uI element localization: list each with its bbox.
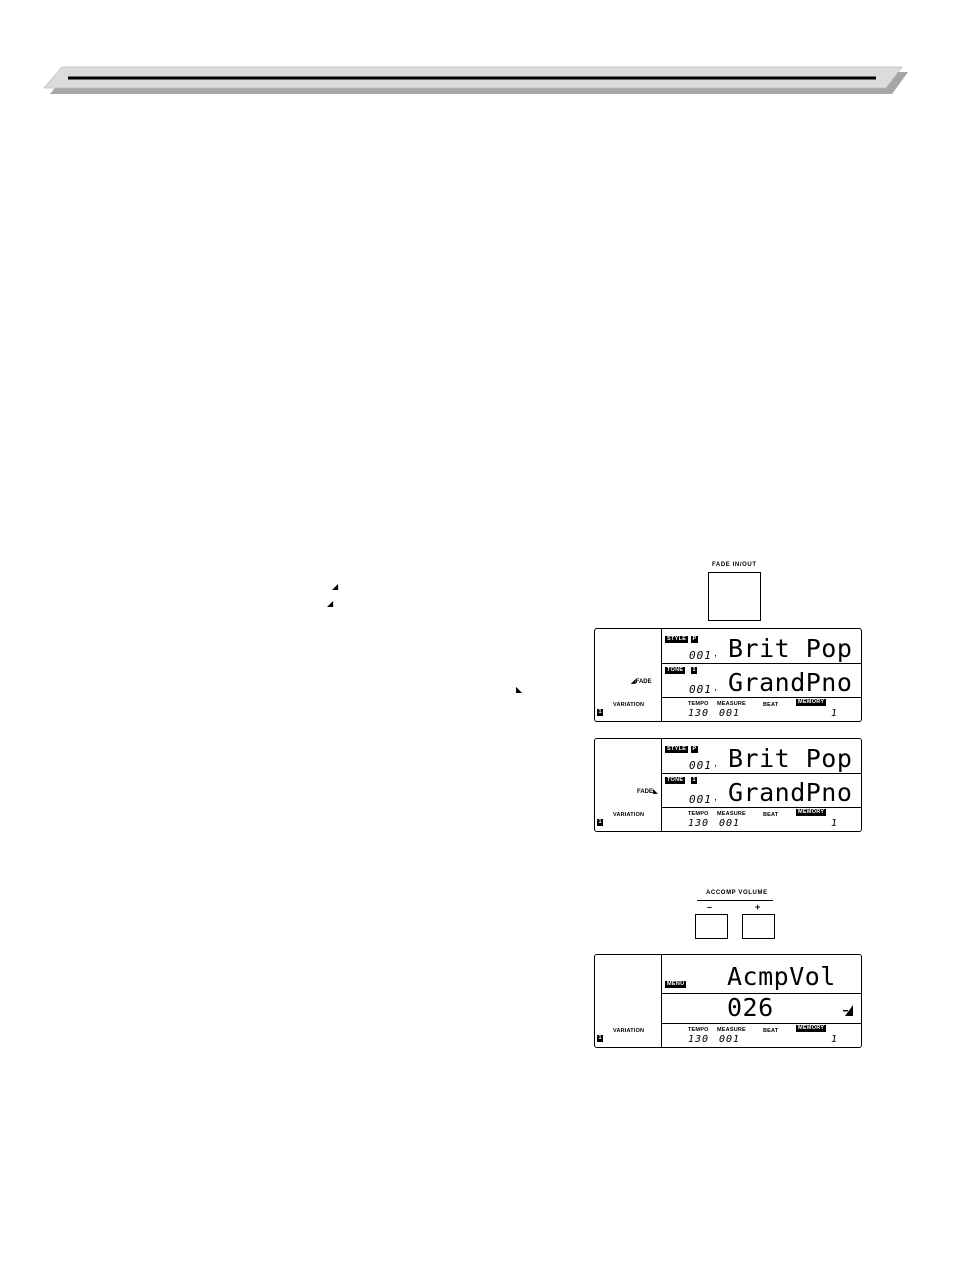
measure-label: MEASURE — [717, 1027, 746, 1033]
menu-tag: MENU — [665, 981, 687, 988]
style-name: Brit Pop — [728, 744, 853, 773]
tone-bank-tag: 1 — [691, 667, 698, 674]
measure-label: MEASURE — [717, 811, 746, 817]
segment-dot: , — [714, 648, 717, 659]
style-number: 001 — [689, 759, 712, 772]
header-banner — [43, 66, 908, 94]
memory-value: 1 — [831, 818, 839, 829]
accomp-volume-caption: ACCOMP VOLUME — [706, 890, 768, 896]
measure-value: 001 — [719, 1034, 741, 1045]
lcd-display-fade-in: STYLE P 001 , Brit Pop TONE 1 001 , Gran… — [594, 628, 862, 722]
variation-label: VARIATION — [613, 702, 645, 708]
variation-value: 1 — [597, 1035, 604, 1042]
accomp-volume-plus-button[interactable] — [742, 914, 775, 939]
lcd-display-accomp-volume: MENU AcmpVol 026 VARIATION 1 TEMPO 130 M… — [594, 954, 862, 1048]
memory-tag: MEMORY — [796, 809, 827, 816]
memory-value: 1 — [831, 708, 839, 719]
beat-label: BEAT — [763, 812, 779, 818]
fade-in-mark: ◢ — [332, 582, 339, 591]
tone-name: GrandPno — [728, 668, 853, 697]
style-tag: STYLE — [665, 746, 689, 753]
tempo-label: TEMPO — [688, 701, 709, 707]
segment-dot: , — [714, 792, 717, 803]
plus-sign: + — [755, 902, 761, 912]
memory-tag: MEMORY — [796, 1025, 827, 1032]
style-tag: STYLE — [665, 636, 689, 643]
tempo-label: TEMPO — [688, 1027, 709, 1033]
tone-name: GrandPno — [728, 778, 853, 807]
tempo-label: TEMPO — [688, 811, 709, 817]
minus-sign: – — [707, 902, 713, 912]
memory-value: 1 — [831, 1034, 839, 1045]
tone-tag: TONE — [665, 667, 686, 674]
fade-in-mark: ◢ — [327, 599, 334, 608]
fade-out-mark: ◣ — [516, 685, 523, 694]
variation-label: VARIATION — [613, 1028, 645, 1034]
accomp-volume-rule — [697, 900, 773, 901]
segment-dot: , — [714, 682, 717, 693]
variation-value: 1 — [597, 819, 604, 826]
tone-number: 001 — [689, 683, 712, 696]
tone-tag: TONE — [665, 777, 686, 784]
style-name: Brit Pop — [728, 634, 853, 663]
segment-dot: , — [714, 758, 717, 769]
style-number: 001 — [689, 649, 712, 662]
measure-value: 001 — [719, 818, 741, 829]
style-bank-tag: P — [691, 746, 698, 753]
lcd-display-fade-out: STYLE P 001 , Brit Pop TONE 1 001 , Gran… — [594, 738, 862, 832]
menu-title: AcmpVol — [727, 962, 836, 991]
tempo-value: 130 — [688, 708, 710, 719]
measure-value: 001 — [719, 708, 741, 719]
tone-bank-tag: 1 — [691, 777, 698, 784]
style-bank-tag: P — [691, 636, 698, 643]
beat-label: BEAT — [763, 702, 779, 708]
tempo-value: 130 — [688, 1034, 710, 1045]
fade-out-indicator: FADE◣ — [637, 789, 658, 795]
beat-label: BEAT — [763, 1028, 779, 1034]
tempo-value: 130 — [688, 818, 710, 829]
fade-in-out-button[interactable] — [708, 572, 761, 621]
fade-button-caption: FADE IN/OUT — [712, 562, 757, 568]
volume-icon — [843, 1005, 853, 1016]
fade-in-indicator: ◢FADE — [631, 679, 652, 685]
measure-label: MEASURE — [717, 701, 746, 707]
variation-label: VARIATION — [613, 812, 645, 818]
variation-value: 1 — [597, 709, 604, 716]
memory-tag: MEMORY — [796, 699, 827, 706]
tone-number: 001 — [689, 793, 712, 806]
accomp-volume-minus-button[interactable] — [695, 914, 728, 939]
accomp-volume-value: 026 — [727, 993, 774, 1022]
